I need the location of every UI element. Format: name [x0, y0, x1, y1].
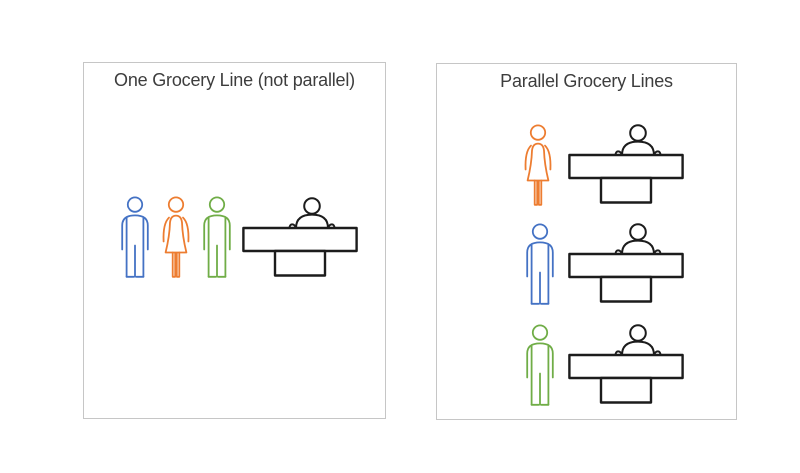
- customer-man-icon: [521, 223, 559, 307]
- customer-woman-icon: [157, 196, 195, 280]
- customer-man-icon: [116, 196, 154, 280]
- panel-title: One Grocery Line (not parallel): [114, 70, 355, 90]
- customer-woman-icon: [519, 124, 557, 208]
- panel-one-grocery-line: One Grocery Line (not parallel): [83, 62, 386, 419]
- cashier-desk-icon: [568, 223, 684, 304]
- customer-man-icon: [198, 196, 236, 280]
- cashier-desk-icon: [568, 324, 684, 405]
- cashier-desk-icon: [568, 124, 684, 205]
- cashier-desk-icon: [242, 197, 358, 278]
- customer-man-icon: [521, 324, 559, 408]
- panel-parallel-grocery-lines: Parallel Grocery Lines: [436, 63, 737, 420]
- panel-title: Parallel Grocery Lines: [500, 71, 673, 91]
